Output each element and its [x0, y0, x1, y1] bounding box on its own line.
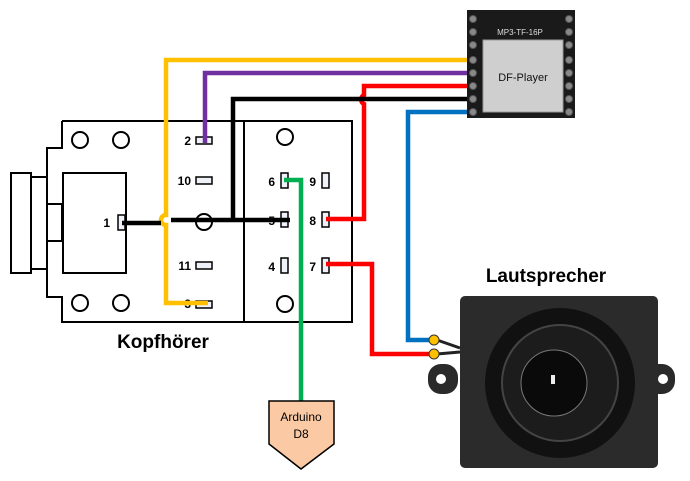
board-pin [565, 95, 573, 103]
pin-label-7: 7 [309, 260, 316, 274]
arduino-label-line1: Arduino [280, 410, 322, 424]
board-pin [565, 28, 573, 36]
headphone-title: Kopfhörer [117, 332, 209, 353]
dfplayer-label: DF-Player [498, 72, 548, 84]
terminal-plus [428, 348, 440, 360]
board-pin [469, 95, 477, 103]
jack-plug-rim [10, 172, 32, 274]
speaker-hole-right [658, 374, 668, 384]
arduino-d8-tag: Arduino D8 [268, 400, 335, 470]
arduino-label-line2: D8 [293, 427, 309, 441]
speaker: Lautsprecher [428, 266, 675, 468]
board-pin [469, 82, 477, 90]
pin-10 [195, 176, 213, 185]
sd-card-slot [482, 39, 564, 113]
jack-socket [62, 172, 127, 274]
mount-hole [112, 294, 130, 312]
board-pin [469, 56, 477, 64]
board-pin [565, 56, 573, 64]
board-pin [565, 69, 573, 77]
jack-plug-collar [30, 176, 48, 270]
board-pin [565, 15, 573, 23]
dfplayer-module: MP3-TF-16P DF-Player [467, 10, 575, 118]
wire-purple [202, 70, 470, 143]
arduino-tag-shape [268, 400, 335, 470]
pin-label-2: 2 [184, 134, 191, 148]
mount-hole [276, 128, 294, 146]
board-pin [565, 41, 573, 49]
board-pin [565, 82, 573, 90]
wire-red-bottom [326, 261, 433, 357]
pin-9 [321, 172, 330, 189]
mount-hole [71, 294, 89, 312]
board-pin [469, 41, 477, 49]
pin-label-10: 10 [178, 174, 192, 188]
board-pin [469, 15, 477, 23]
pin-label-11: 11 [178, 259, 191, 273]
board-pin [469, 108, 477, 116]
board-pin [469, 28, 477, 36]
speaker-title: Lautsprecher [486, 266, 607, 287]
mount-hole [112, 131, 130, 149]
pin-label-4: 4 [268, 260, 275, 274]
mount-hole [71, 131, 89, 149]
speaker-hole-left [436, 374, 446, 384]
board-pin [565, 108, 573, 116]
pin-4 [280, 257, 289, 274]
speaker-highlight [551, 375, 555, 384]
board-pin [469, 69, 477, 77]
terminal-minus [428, 334, 440, 346]
pin-label-6: 6 [268, 175, 275, 189]
wire-yellow [158, 57, 470, 306]
pin-label-9: 9 [309, 175, 316, 189]
board-label: MP3-TF-16P [497, 28, 543, 37]
wires [122, 57, 470, 403]
mount-hole [276, 295, 294, 313]
speaker-leads [436, 338, 461, 356]
pin-11 [195, 261, 213, 270]
wire-green [284, 177, 304, 403]
wire-black-jack [122, 217, 290, 226]
wire-black [230, 96, 470, 220]
pin-label-8: 8 [309, 214, 316, 228]
pin-label-1: 1 [103, 216, 110, 230]
wire-blue [405, 109, 470, 343]
